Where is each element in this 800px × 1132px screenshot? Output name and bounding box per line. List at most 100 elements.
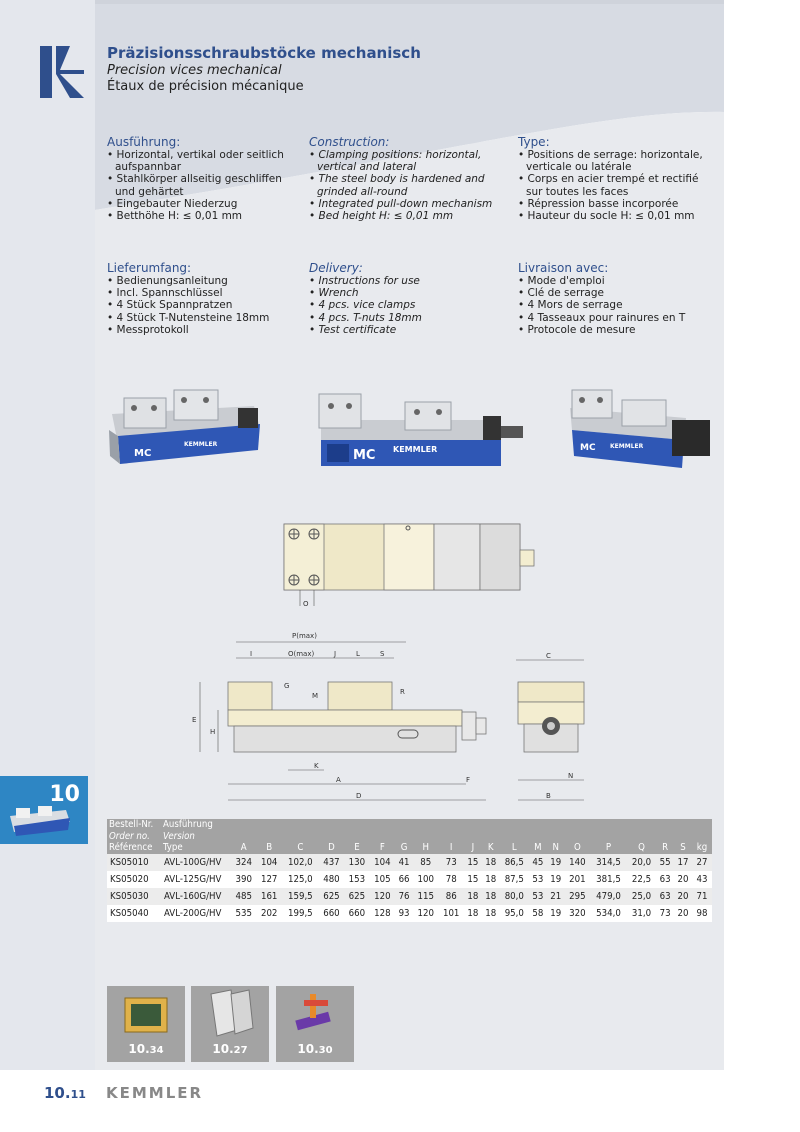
label-d: D	[356, 792, 361, 800]
list-item: Bedienungsanleitung	[107, 275, 297, 287]
value-cell: 15	[463, 853, 482, 871]
value-cell: 15	[463, 870, 482, 888]
value-cell: 20,0	[626, 853, 657, 871]
value-cell: 18	[481, 853, 500, 871]
clamp-set-icon	[295, 994, 331, 1031]
value-cell: 27	[691, 853, 712, 871]
value-cell: 660	[344, 904, 370, 922]
features-en: Construction: Clamping positions: horizo…	[309, 136, 509, 223]
value-cell: 127	[256, 870, 282, 888]
order-number-cell: KS05020	[107, 870, 161, 888]
header-type: Ausführung Version Type	[161, 819, 231, 854]
title-en: Precision vices mechanical	[107, 63, 282, 78]
value-cell: 159,5	[281, 887, 319, 905]
value-cell: 480	[318, 870, 345, 888]
value-cell: 45	[528, 853, 547, 871]
value-cell: 535	[231, 904, 257, 922]
value-cell: 53	[528, 870, 547, 888]
list-item: Instructions for use	[309, 275, 509, 287]
list-item: Messprotokoll	[107, 324, 297, 336]
value-cell: 18	[481, 870, 500, 888]
value-cell: 73	[438, 853, 464, 871]
footer-brand: KEMMLER	[106, 1084, 204, 1102]
accessory-link-tnuts[interactable]: 10.34	[107, 986, 185, 1062]
delivery-fr-heading: Livraison avec:	[518, 261, 609, 275]
value-cell: 534,0	[590, 904, 627, 922]
value-cell: 31,0	[626, 904, 657, 922]
column-header: A	[231, 819, 257, 854]
list-item: Wrench	[309, 287, 509, 299]
section-number: 10	[49, 782, 80, 807]
label-omax: O(max)	[288, 650, 314, 658]
label-f: F	[466, 776, 470, 784]
list-item: Mode d'emploi	[518, 275, 718, 287]
accessory-label: 10.34	[128, 1042, 164, 1056]
value-cell: 625	[318, 887, 345, 905]
list-item: Bed height H: ≤ 0,01 mm	[309, 210, 509, 222]
label-i: I	[250, 650, 252, 658]
value-cell: 115	[413, 887, 439, 905]
column-header: C	[281, 819, 319, 854]
type-cell: AVL-125G/HV	[161, 870, 231, 888]
title-fr: Étaux de précision mécanique	[107, 79, 304, 94]
value-cell: 201	[564, 870, 591, 888]
value-cell: 105	[369, 870, 396, 888]
vice-brand-label: MC	[353, 448, 375, 463]
order-number-cell: KS05030	[107, 887, 161, 905]
vice-jaws-icon	[210, 989, 254, 1037]
list-item: The steel body is hardened and grinded a…	[309, 173, 509, 197]
label-s: S	[380, 650, 385, 658]
value-cell: 324	[231, 853, 257, 871]
value-cell: 101	[438, 904, 464, 922]
label-j: J	[333, 650, 336, 658]
header-order-en: Order no.	[109, 830, 150, 842]
value-cell: 20	[674, 904, 692, 922]
accessory-link-clamps[interactable]: 10.30	[276, 986, 354, 1062]
value-cell: 93	[395, 904, 413, 922]
tnut-set-icon	[124, 997, 168, 1033]
value-cell: 479,0	[590, 887, 627, 905]
list-item: Positions de serrage: horizontale, verti…	[518, 149, 718, 173]
value-cell: 78	[438, 870, 464, 888]
features-fr-heading: Type:	[518, 135, 550, 149]
column-header: K	[481, 819, 500, 854]
value-cell: 85	[413, 853, 439, 871]
list-item: 4 Stück T-Nutensteine 18mm	[107, 312, 297, 324]
accessory-label: 10.27	[212, 1042, 248, 1056]
vice-maker-label: KEMMLER	[610, 443, 644, 450]
value-cell: 120	[369, 887, 396, 905]
list-item: 4 pcs. vice clamps	[309, 299, 509, 311]
value-cell: 80,0	[499, 887, 529, 905]
vice-maker-label: KEMMLER	[184, 441, 218, 448]
header-type-de: Ausführung	[163, 819, 213, 830]
label-m: M	[312, 692, 318, 700]
column-header: D	[318, 819, 345, 854]
column-header: S	[674, 819, 692, 854]
vice-maker-label: KEMMLER	[393, 445, 437, 454]
value-cell: 199,5	[281, 904, 319, 922]
label-h: H	[210, 728, 215, 736]
value-cell: 314,5	[590, 853, 627, 871]
vice-photo-left: MC KEMMLER	[109, 389, 260, 464]
label-g: G	[284, 682, 289, 690]
list-item: Test certificate	[309, 324, 509, 336]
list-item: Corps en acier trempé et rectifié sur to…	[518, 173, 718, 197]
value-cell: 660	[318, 904, 345, 922]
header-order-fr: Référence	[109, 842, 153, 853]
delivery-fr: Livraison avec: Mode d'emploi Clé de ser…	[518, 262, 718, 336]
accessory-link-jaws[interactable]: 10.27	[191, 986, 269, 1062]
value-cell: 100	[413, 870, 439, 888]
type-cell: AVL-160G/HV	[161, 887, 231, 905]
list-item: Clamping positions: horizontal, vertical…	[309, 149, 509, 173]
list-item: Stahlkörper allseitig geschliffen und ge…	[107, 173, 297, 197]
value-cell: 125,0	[281, 870, 319, 888]
value-cell: 381,5	[590, 870, 627, 888]
section-tab-vice-icon	[10, 806, 70, 836]
column-header: O	[564, 819, 591, 854]
column-header: B	[256, 819, 282, 854]
value-cell: 63	[656, 870, 675, 888]
value-cell: 120	[413, 904, 439, 922]
drawing-side-view: P(max) I O(max) J L S G M R E H K A F D	[192, 632, 487, 801]
